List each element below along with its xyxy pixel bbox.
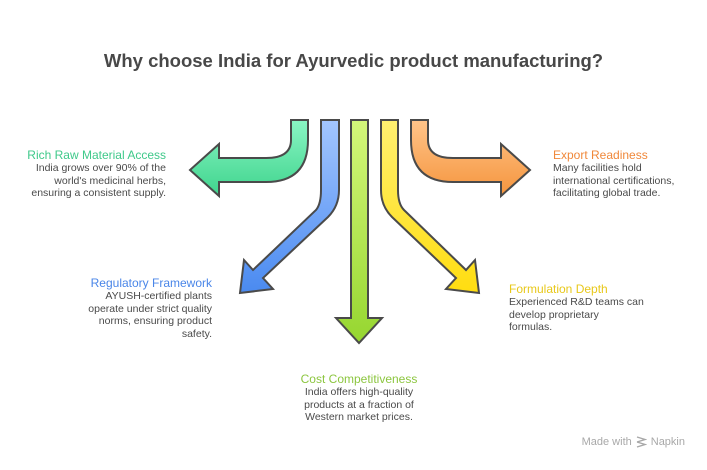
arrow-regulatory (238, 119, 340, 295)
item-export: Export Readiness Many facilities hold in… (553, 148, 703, 200)
page-title: Why choose India for Ayurvedic product m… (103, 50, 604, 71)
item-line: facilitating global trade. (553, 187, 661, 199)
item-line: safety. (181, 327, 212, 340)
item-line: ensuring a consistent supply. (31, 187, 166, 199)
item-cost: Cost Competitiveness India offers high-q… (279, 372, 439, 424)
item-line: Many facilities hold (553, 162, 642, 174)
item-heading: Cost Competitiveness (300, 372, 418, 386)
item-line: India offers high-quality (304, 386, 414, 398)
item-line: international certifications, (553, 174, 675, 187)
arrow-raw-material (188, 119, 309, 199)
item-heading: Rich Raw Material Access (27, 148, 166, 162)
item-heading: Regulatory Framework (90, 276, 212, 290)
item-line: Western market prices. (305, 411, 413, 423)
item-line: India grows over 90% of the (35, 162, 166, 174)
item-line: AYUSH-certified plants (105, 290, 212, 302)
item-raw-material: Rich Raw Material Access India grows ove… (20, 148, 166, 200)
arrow-formulation (380, 119, 481, 295)
arrow-export (410, 119, 532, 199)
item-formulation: Formulation Depth Experienced R&D teams … (509, 282, 669, 334)
item-line: Experienced R&D teams can (509, 296, 644, 308)
footer-attribution: Made with Napkin (582, 436, 685, 448)
item-line: operate under strict quality (88, 302, 212, 315)
item-heading: Export Readiness (553, 148, 648, 162)
item-line: world's medicinal herbs, (54, 174, 166, 187)
napkin-logo-icon (636, 436, 647, 448)
item-line: norms, ensuring product (98, 315, 212, 327)
item-line: formulas. (509, 321, 553, 333)
item-regulatory: Regulatory Framework AYUSH-certified pla… (80, 276, 212, 340)
arrow-cost (333, 119, 385, 345)
item-line: products at a fraction of (304, 398, 414, 411)
footer-label: Made with (581, 436, 632, 448)
item-line: develop proprietary (509, 308, 599, 321)
footer-brand: Napkin (650, 436, 685, 448)
item-heading: Formulation Depth (509, 282, 608, 296)
